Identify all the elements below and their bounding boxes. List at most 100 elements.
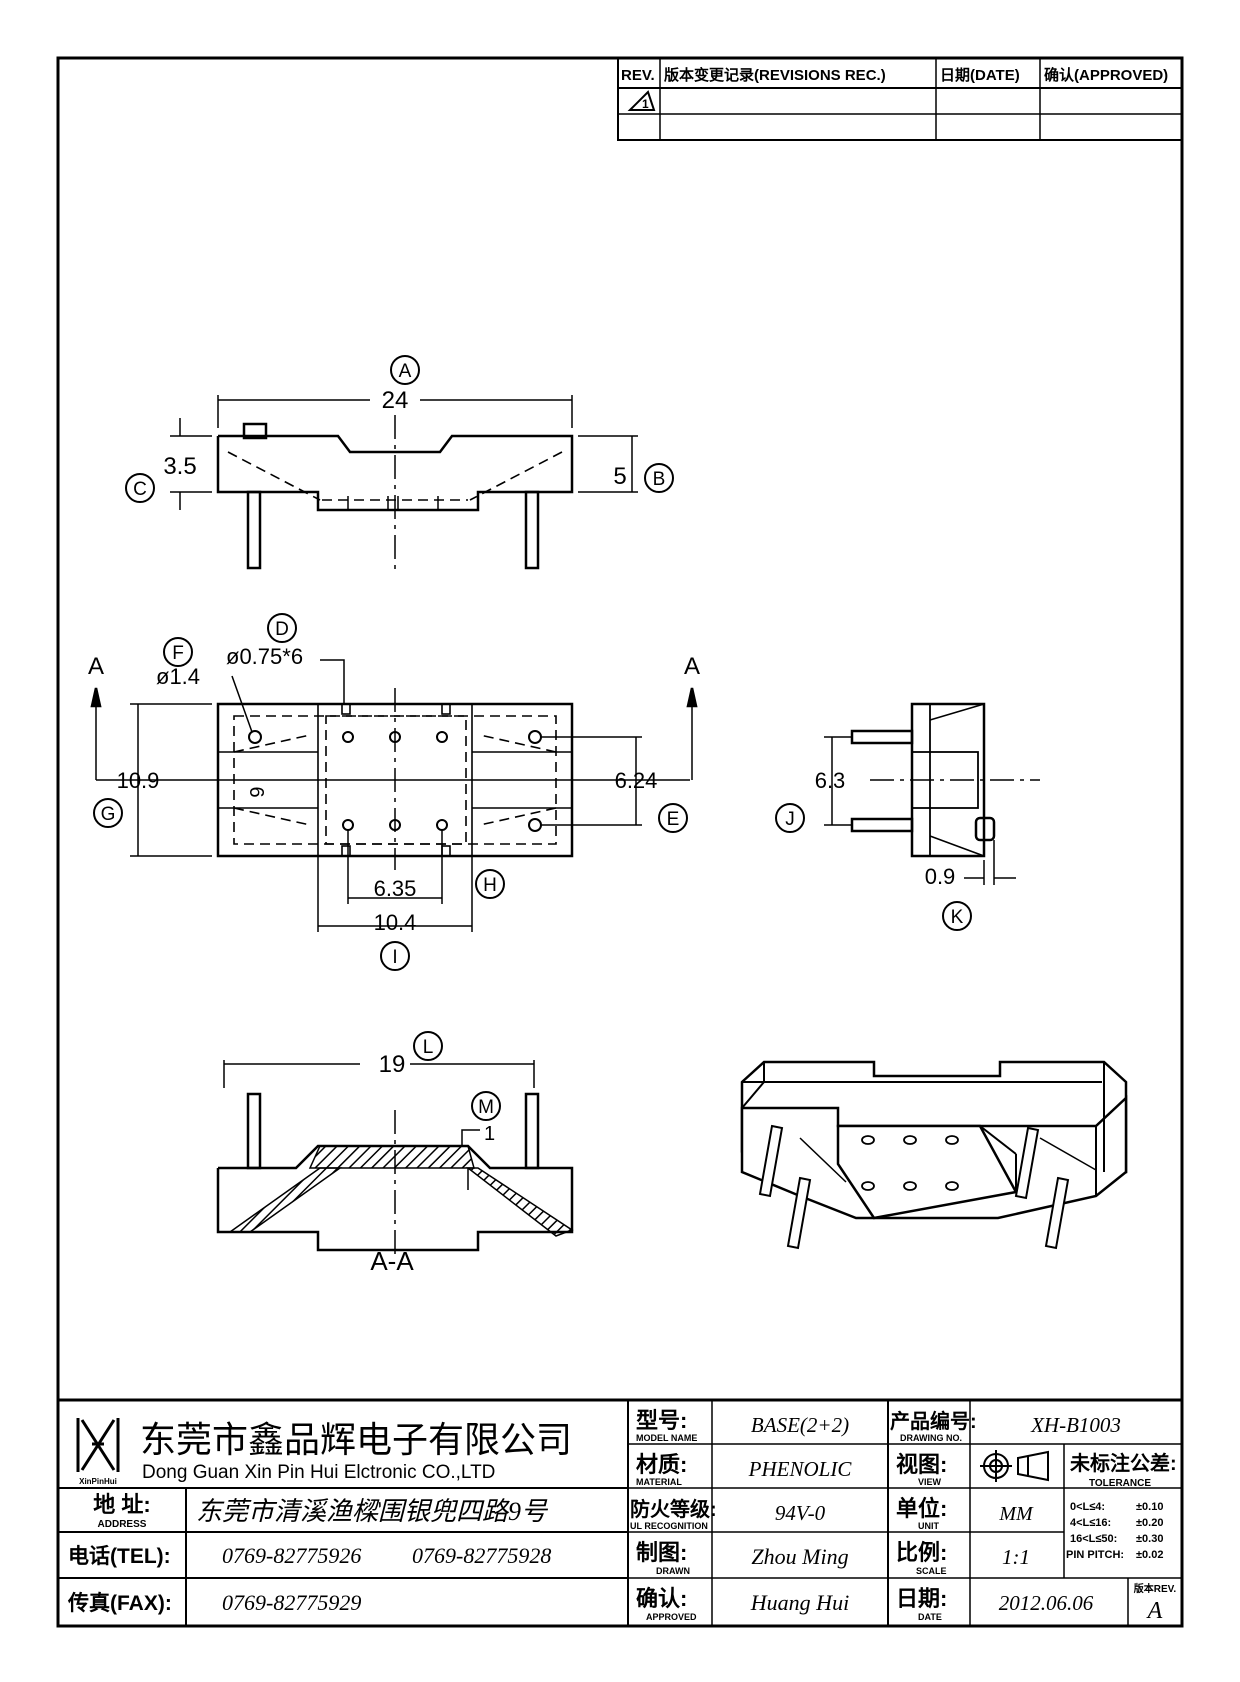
ul-label-en: UL RECOGNITION bbox=[630, 1521, 708, 1531]
dim-f-value: ø1.4 bbox=[156, 664, 200, 689]
rev-value: A bbox=[1146, 1598, 1163, 1624]
side-view bbox=[824, 702, 1040, 885]
material-label-cn: 材质: bbox=[636, 1452, 687, 1477]
tolerance-range-1: 0<L≤4: bbox=[1070, 1501, 1105, 1513]
dim-g-value: 10.9 bbox=[117, 768, 160, 793]
model-label-cn: 型号: bbox=[636, 1408, 687, 1433]
tolerance-range-3: 16<L≤50: bbox=[1070, 1533, 1117, 1545]
address-value: 东莞市清溪渔樑围银兜四路9号 bbox=[196, 1497, 549, 1526]
date-label-cn: 日期: bbox=[896, 1586, 947, 1611]
revision-block bbox=[617, 57, 1183, 141]
scale-label-en: SCALE bbox=[916, 1566, 947, 1576]
svg-text:H: H bbox=[483, 875, 497, 896]
company-logo bbox=[76, 1418, 120, 1472]
svg-text:A: A bbox=[399, 361, 412, 382]
dim-e-value: 6.24 bbox=[615, 768, 658, 793]
unit-value: MM bbox=[998, 1503, 1034, 1525]
address-label-cn: 地 址: bbox=[93, 1492, 150, 1517]
material-label-en: MATERIAL bbox=[636, 1477, 682, 1487]
approved-header: 确认(APPROVED) bbox=[1044, 66, 1168, 84]
view-label-en: VIEW bbox=[918, 1477, 942, 1487]
tolerance-title-cn: 未标注公差: bbox=[1070, 1451, 1177, 1475]
svg-text:B: B bbox=[653, 469, 666, 490]
rev-header: REV. bbox=[621, 67, 655, 84]
balloon-b: B bbox=[644, 463, 674, 493]
rev-label: 版本REV. bbox=[1134, 1582, 1177, 1595]
fax-label: 传真(FAX): bbox=[67, 1591, 172, 1615]
dim-k-value: 0.9 bbox=[925, 864, 956, 889]
svg-text:C: C bbox=[133, 479, 147, 500]
drawing-no-label-en: DRAWING NO. bbox=[900, 1433, 962, 1443]
balloon-h: H bbox=[475, 869, 505, 899]
balloon-g: G bbox=[93, 798, 123, 828]
svg-text:D: D bbox=[275, 619, 289, 640]
tolerance-value-3: ±0.30 bbox=[1136, 1533, 1163, 1545]
balloon-k: K bbox=[942, 901, 972, 931]
tel-2: 0769-82775928 bbox=[412, 1543, 551, 1568]
tolerance-value-1: ±0.10 bbox=[1136, 1501, 1163, 1513]
svg-text:1: 1 bbox=[642, 97, 649, 111]
tolerance-range-2: 4<L≤16: bbox=[1070, 1517, 1111, 1529]
svg-text:G: G bbox=[101, 804, 116, 825]
fax-value: 0769-82775929 bbox=[222, 1590, 361, 1615]
model-label-en: MODEL NAME bbox=[636, 1433, 697, 1443]
top-view bbox=[90, 659, 698, 932]
svg-text:M: M bbox=[478, 1097, 494, 1118]
balloon-f: F bbox=[163, 637, 193, 667]
dim-b-value: 5 bbox=[613, 463, 626, 490]
balloon-e: E bbox=[658, 803, 688, 833]
section-title: A-A bbox=[370, 1246, 414, 1276]
ul-label-cn: 防火等级: bbox=[630, 1497, 717, 1521]
svg-text:E: E bbox=[667, 809, 680, 830]
company-name-cn: 东莞市鑫品辉电子有限公司 bbox=[140, 1420, 572, 1460]
tolerance-title-en: TOLERANCE bbox=[1089, 1478, 1151, 1489]
dim-j-value: 6.3 bbox=[815, 768, 846, 793]
drawn-label-en: DRAWN bbox=[656, 1566, 690, 1576]
balloon-m: M bbox=[471, 1091, 501, 1121]
dim-i-value: 10.4 bbox=[374, 910, 417, 935]
pin-one-mark: 6 bbox=[245, 786, 267, 797]
svg-text:K: K bbox=[951, 907, 964, 928]
date-header: 日期(DATE) bbox=[940, 66, 1020, 84]
rev-triangle-icon: 1 bbox=[627, 90, 656, 111]
isometric-view bbox=[740, 1060, 1128, 1250]
drawn-label-cn: 制图: bbox=[636, 1540, 687, 1565]
balloon-l: L bbox=[413, 1031, 443, 1061]
material-value: PHENOLIC bbox=[748, 1457, 853, 1481]
date-value: 2012.06.06 bbox=[999, 1591, 1094, 1615]
dim-d-value: ø0.75*6 bbox=[226, 644, 303, 669]
scale-value: 1:1 bbox=[1002, 1545, 1030, 1569]
company-name-en: Dong Guan Xin Pin Hui Elctronic CO.,LTD bbox=[142, 1462, 495, 1483]
balloon-d: D bbox=[267, 613, 297, 643]
unit-label-en: UNIT bbox=[918, 1521, 939, 1531]
logo-text: XinPinHui bbox=[79, 1477, 117, 1486]
title-block-grid bbox=[58, 1398, 1182, 1626]
unit-label-cn: 单位: bbox=[896, 1496, 947, 1521]
ul-value: 94V-0 bbox=[775, 1501, 826, 1525]
balloon-j: J bbox=[775, 803, 805, 833]
drawing-no-label-cn: 产品编号: bbox=[890, 1409, 977, 1433]
svg-text:J: J bbox=[785, 809, 795, 830]
svg-text:I: I bbox=[392, 947, 397, 968]
dim-h-value: 6.35 bbox=[374, 876, 417, 901]
section-view bbox=[216, 1060, 574, 1260]
tolerance-value-4: ±0.02 bbox=[1136, 1549, 1163, 1561]
dim-m-value: 1 bbox=[484, 1123, 495, 1145]
address-label-en: ADDRESS bbox=[98, 1519, 147, 1530]
tel-1: 0769-82775926 bbox=[222, 1543, 361, 1568]
drawing-no-value: XH-B1003 bbox=[1030, 1413, 1121, 1437]
drawn-value: Zhou Ming bbox=[751, 1544, 848, 1569]
balloon-c: C bbox=[125, 473, 155, 503]
tel-label: 电话(TEL): bbox=[68, 1545, 171, 1568]
date-label-en: DATE bbox=[918, 1612, 942, 1622]
approved-label-en: APPROVED bbox=[646, 1612, 697, 1622]
dim-c-value: 3.5 bbox=[163, 453, 196, 480]
revisions-header: 版本变更记录(REVISIONS REC.) bbox=[664, 66, 886, 84]
dim-a-value: 24 bbox=[382, 387, 409, 414]
model-value: BASE(2+2) bbox=[751, 1413, 849, 1437]
dim-l-value: 19 bbox=[379, 1051, 406, 1078]
sheet-border bbox=[56, 56, 1184, 1628]
scale-label-cn: 比例: bbox=[896, 1540, 947, 1565]
tolerance-value-2: ±0.20 bbox=[1136, 1517, 1163, 1529]
